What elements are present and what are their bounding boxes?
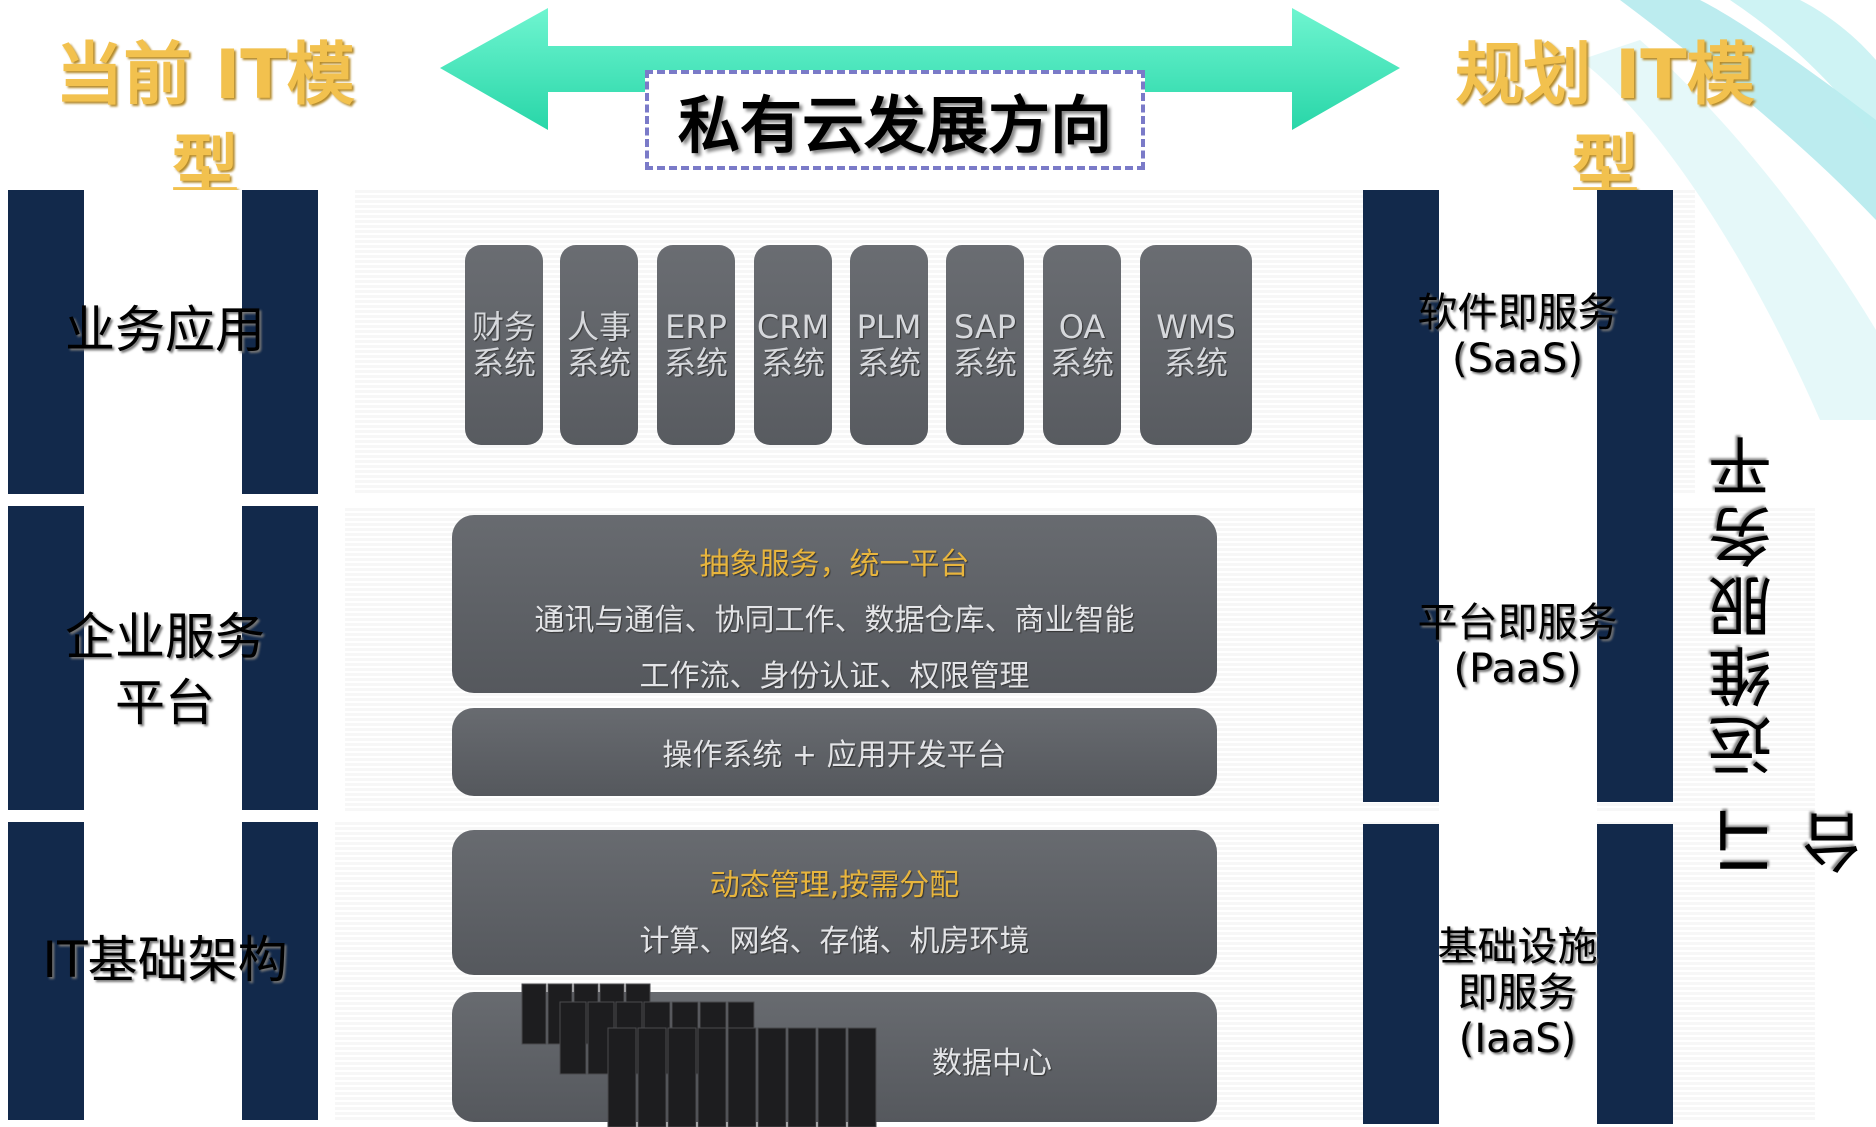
iaas-label: 基础设施即服务(IaaS) — [1437, 924, 1598, 1062]
direction-double-arrow — [440, 8, 1400, 130]
layer-label-infrastructure: IT基础架构 — [42, 931, 288, 989]
app-hr: 人事系统 — [560, 245, 638, 445]
right-navy-bar-outer — [1597, 190, 1673, 802]
infra-line1: 计算、网络、存储、机房环境 — [639, 924, 1030, 959]
direction-label-box: 私有云发展方向 — [645, 70, 1145, 170]
app-finance: 财务系统 — [465, 245, 543, 445]
saas-label: 软件即服务(SaaS) — [1417, 290, 1618, 382]
platform-line2: 工作流、身份认证、权限管理 — [639, 659, 1030, 694]
decorative-swoosh — [1580, 0, 1876, 420]
ops-platform-label: IT 运维服务平台 — [1709, 428, 1875, 875]
left-navy-bar-inner — [242, 190, 318, 1120]
platform-accent: 抽象服务，统一平台 — [699, 547, 970, 582]
os-label: 操作系统 + 应用开发平台 — [662, 738, 1007, 773]
left-navy-bar-outer — [8, 190, 84, 1120]
layer-label-enterprise: 企业服务平台 — [65, 608, 265, 732]
infra-accent: 动态管理,按需分配 — [709, 868, 960, 903]
platform-panel: 抽象服务，统一平台 通讯与通信、协同工作、数据仓库、商业智能 工作流、身份认证、… — [452, 515, 1217, 694]
server-racks-illustration — [521, 983, 877, 1127]
infra-panel: 动态管理,按需分配 计算、网络、存储、机房环境 — [452, 830, 1217, 975]
layer-label-business: 业务应用 — [65, 301, 265, 359]
platform-line1: 通讯与通信、协同工作、数据仓库、商业智能 — [534, 603, 1135, 638]
right-navy-bar-inner — [1363, 190, 1439, 802]
direction-label: 私有云发展方向 — [677, 89, 1112, 162]
right-navy-bar-outer-bottom — [1597, 824, 1673, 1124]
planned-model-title: 规划 IT模型 — [1455, 36, 1755, 207]
os-panel: 操作系统 + 应用开发平台 — [452, 708, 1217, 796]
current-model-title: 当前 IT模型 — [55, 36, 355, 207]
datacenter-label: 数据中心 — [932, 1046, 1052, 1081]
right-navy-bar-inner-bottom — [1363, 824, 1439, 1124]
paas-label: 平台即服务(PaaS) — [1417, 600, 1618, 692]
